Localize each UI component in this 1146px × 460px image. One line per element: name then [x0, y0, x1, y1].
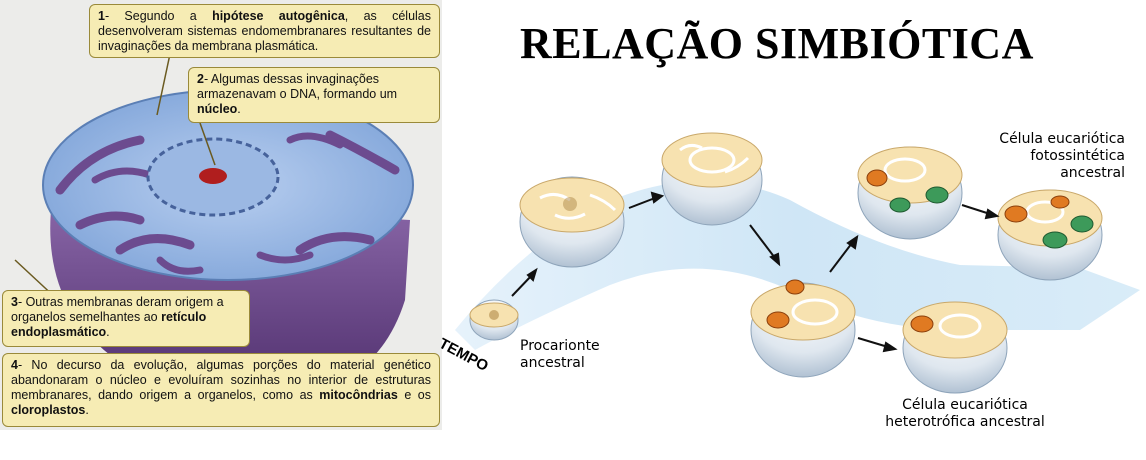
procarionte-label: Procarionte ancestral [520, 338, 600, 372]
mitochondrion [785, 279, 805, 295]
heterotrofica-line-2: heterotrófica ancestral [885, 414, 1045, 430]
callout-3: 3- Outras membranas deram origem a organ… [2, 290, 250, 347]
cell-2 [519, 176, 625, 268]
callout-3-bold: retículo endoplasmático [11, 310, 207, 339]
fotossintetica-label: Célula eucariótica fotossintética ancest… [965, 131, 1125, 182]
cell-1 [469, 299, 519, 341]
fotossintetica-line-3: ancestral [1060, 165, 1125, 181]
callout-2: 2- Algumas dessas invaginações armazenav… [188, 67, 440, 123]
mitochondrion [866, 169, 888, 187]
heterotrofica-line-1: Célula eucariótica [902, 397, 1028, 413]
chloroplast [1042, 231, 1068, 249]
callout-4-bold-2: cloroplastos [11, 403, 86, 417]
callout-2-text: - Algumas dessas invaginações armazenava… [197, 72, 398, 101]
callout-4-bold: mitocôndrias [319, 388, 398, 402]
callout-1-bold: hipótese autogênica [212, 9, 345, 23]
callout-1-text-end: , as células desenvolveram sistemas endo… [98, 9, 431, 53]
callout-3-number: 3 [11, 295, 18, 309]
mitochondrion [1004, 205, 1028, 223]
cell-7 [902, 301, 1008, 394]
nucleolus [199, 168, 227, 184]
callout-2-text-end: . [237, 102, 241, 116]
heterotrofica-label: Célula eucariótica heterotrófica ancestr… [850, 397, 1080, 431]
page-title: RELAÇÃO SIMBIÓTICA [520, 19, 1034, 68]
mitochondrion [910, 315, 934, 333]
callout-1-text: - Segundo a [104, 9, 213, 23]
callout-3-text: - Outras membranas deram origem a organe… [11, 295, 224, 324]
procarionte-line-1: Procarionte [520, 338, 600, 354]
cell-6 [997, 189, 1103, 281]
callout-1-number: 1 [98, 9, 105, 23]
chloroplast [889, 197, 911, 213]
callout-4-text-mid: e os [397, 388, 431, 402]
mitochondrion [1050, 195, 1070, 209]
procarionte-line-2: ancestral [520, 355, 585, 371]
chloroplast [1070, 215, 1094, 233]
chloroplast [925, 186, 949, 204]
callout-2-number: 2 [197, 72, 204, 86]
callout-4-text-end: . [85, 403, 89, 417]
arrows [511, 191, 1000, 353]
callout-4: 4- No decurso da evolução, algumas porçõ… [2, 353, 440, 427]
callout-4-number: 4 [11, 358, 18, 372]
callout-2-bold: núcleo [197, 102, 238, 116]
fotossintetica-line-1: Célula eucariótica [999, 131, 1125, 147]
callout-3-text-end: . [106, 325, 110, 339]
cell-5 [857, 146, 963, 240]
cell-4 [750, 279, 856, 378]
callout-1: 1- Segundo a hipótese autogênica, as cél… [89, 4, 440, 58]
mitochondrion [766, 311, 790, 329]
fotossintetica-line-2: fotossintética [1030, 148, 1125, 164]
cell-3 [661, 132, 763, 226]
callout-4-text: - No decurso da evolução, algumas porçõe… [11, 358, 431, 402]
